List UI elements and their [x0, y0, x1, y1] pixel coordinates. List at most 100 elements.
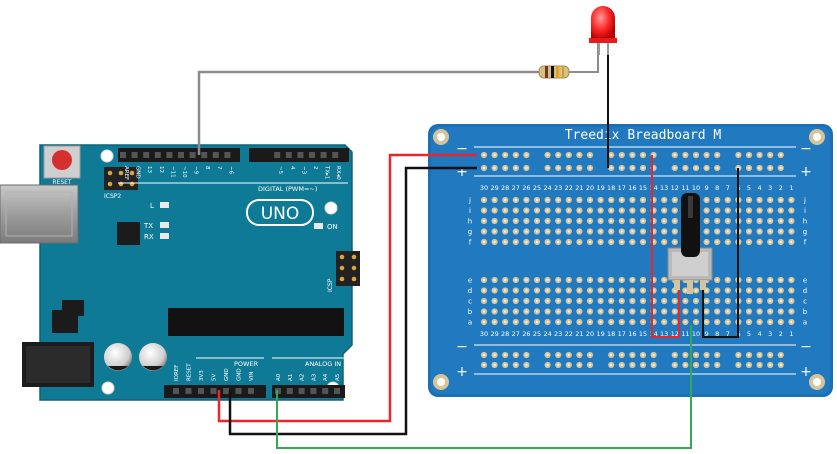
wire-pin11-to-resistor: [197, 70, 540, 155]
header-pin[interactable]: [210, 388, 217, 394]
digital-pin-label: 12: [158, 166, 164, 173]
reset-button[interactable]: [43, 145, 81, 179]
digital-pin-label: ~11: [169, 166, 175, 178]
header-pin[interactable]: [310, 388, 317, 394]
column-number: 7: [726, 184, 730, 192]
column-number: 24: [543, 330, 551, 338]
on-led: [314, 223, 323, 229]
digital-pin-label: AREF: [123, 166, 129, 180]
header-pin[interactable]: [212, 152, 219, 158]
row-letter: b: [803, 308, 808, 316]
header-pin[interactable]: [274, 152, 281, 158]
header-pin[interactable]: [178, 152, 184, 158]
header-pin[interactable]: [309, 152, 315, 158]
column-number: 18: [607, 330, 615, 338]
wires: [197, 38, 739, 449]
digital-pin-label: 13: [146, 166, 152, 173]
column-number: 13: [660, 184, 668, 192]
breadboard-title: Treedix Breadboard M: [565, 128, 722, 143]
rail-plus-mark: +: [456, 364, 468, 380]
row-letter: d: [803, 287, 807, 295]
usb-interface-chip: [117, 222, 140, 245]
header-pin[interactable]: [198, 388, 204, 394]
rail-plus-mark: +: [800, 164, 812, 180]
header-pin[interactable]: [189, 152, 196, 158]
header-pin[interactable]: [120, 152, 126, 158]
analog-pin-label: A5: [335, 373, 341, 381]
row-letter: g: [803, 228, 807, 236]
header-pin[interactable]: [235, 388, 242, 394]
l-led: [160, 202, 169, 208]
analog-pin-label: A4: [323, 373, 329, 381]
row-letter: h: [803, 218, 807, 226]
icsp2-label: ICSP2: [104, 193, 121, 200]
header-pin[interactable]: [154, 152, 161, 158]
header-pin[interactable]: [322, 388, 329, 394]
column-number: 22: [565, 184, 573, 192]
rx-led-label: RX: [144, 233, 154, 241]
header-pin[interactable]: [334, 388, 340, 394]
row-letter: b: [468, 308, 473, 316]
header-pin[interactable]: [332, 152, 339, 158]
capacitor: [104, 343, 132, 371]
column-number: 26: [522, 184, 530, 192]
rail-minus-mark: −: [800, 339, 812, 355]
column-number: 11: [681, 184, 689, 192]
power-pin-label: GND: [237, 368, 243, 381]
digital-pin-label: ~10: [181, 166, 187, 178]
mounting-hole: [809, 129, 825, 145]
header-pin[interactable]: [248, 388, 254, 394]
wire-pot-5v: [651, 155, 680, 338]
power-pin-label: GND: [224, 368, 230, 381]
header-pin[interactable]: [143, 152, 150, 158]
rail-minus-mark: −: [456, 141, 468, 157]
atmega328-chip: [168, 308, 344, 336]
column-number: 24: [543, 184, 551, 192]
column-number: 8: [715, 330, 719, 338]
header-pin[interactable]: [173, 388, 179, 394]
column-number: 15: [639, 330, 647, 338]
row-letter: j: [468, 197, 471, 205]
column-number: 15: [639, 184, 647, 192]
column-number: 3: [768, 330, 772, 338]
header-pin[interactable]: [285, 152, 292, 158]
row-letter: i: [469, 207, 471, 215]
column-number: 30: [480, 330, 488, 338]
header-pin[interactable]: [185, 388, 192, 394]
wire-a0-green: [276, 325, 692, 449]
header-pin[interactable]: [223, 388, 229, 394]
potentiometer[interactable]: [667, 193, 713, 294]
digital-pin-label: ~3: [300, 166, 306, 175]
power-pin-label: IOREF: [174, 365, 180, 381]
tx-led: [160, 222, 169, 228]
column-number: 22: [565, 330, 573, 338]
l-led-label: L: [150, 202, 154, 210]
header-pin[interactable]: [224, 152, 231, 158]
column-number: 8: [715, 184, 719, 192]
column-number: 30: [480, 184, 488, 192]
analog-header: [272, 385, 345, 398]
header-pin[interactable]: [298, 388, 305, 394]
column-number: 26: [522, 330, 530, 338]
header-pin[interactable]: [320, 152, 327, 158]
digital-pin-label: TX▸1: [324, 165, 330, 179]
header-pin[interactable]: [297, 152, 304, 158]
row-letter: h: [468, 218, 472, 226]
column-number: 2: [779, 184, 783, 192]
column-number: 9: [705, 184, 709, 192]
header-pin[interactable]: [131, 152, 138, 158]
header-pin[interactable]: [166, 152, 173, 158]
power-pin-label: VIN: [249, 372, 255, 382]
column-number: 1: [789, 184, 793, 192]
header-pin[interactable]: [286, 388, 293, 394]
column-number: 28: [501, 330, 509, 338]
header-pin[interactable]: [201, 152, 208, 158]
column-number: 13: [660, 330, 668, 338]
column-number: 14: [649, 184, 657, 192]
column-number: 29: [490, 330, 498, 338]
column-number: 25: [533, 330, 541, 338]
